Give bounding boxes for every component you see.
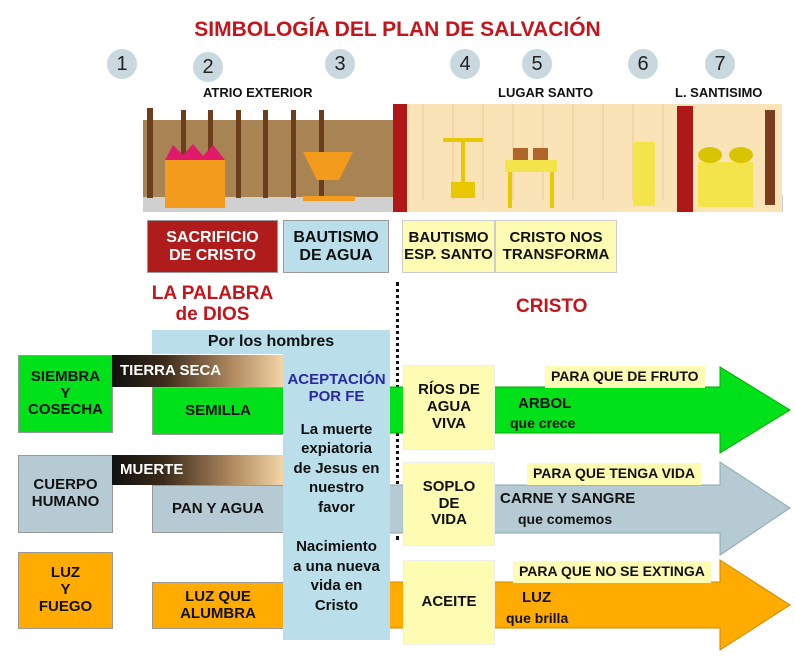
text: VIVA	[432, 414, 466, 432]
step-number-4: 4	[450, 49, 480, 79]
text: ACEITE	[421, 593, 477, 611]
por-los-hombres-header: Por los hombres	[152, 330, 390, 354]
text: a una nueva	[293, 557, 380, 575]
aceite-box: ACEITE	[403, 560, 495, 645]
text: AGUA	[426, 398, 472, 416]
text: BAUTISMO	[408, 228, 489, 246]
text: RÍOS DE	[418, 381, 480, 399]
text: nuestro	[308, 479, 364, 497]
text: SOPLO	[422, 477, 476, 495]
step-number-2: 2	[193, 52, 223, 82]
label-lugar-santisimo: L. SANTISIMO	[675, 85, 763, 100]
diagram-title: SIMBOLOGÍA DEL PLAN DE SALVACIÓN	[194, 18, 601, 41]
step-number-3: 3	[325, 49, 355, 79]
step-number-6: 6	[628, 49, 658, 79]
label-lugar-santo: LUGAR SANTO	[498, 85, 594, 100]
text: COSECHA	[27, 401, 103, 419]
text: Y	[60, 581, 71, 599]
luz-text: LUZ	[522, 589, 552, 606]
text: SACRIFICIO	[166, 228, 259, 246]
laver-icon	[303, 152, 353, 180]
veil-curtain	[393, 104, 407, 212]
text: LUZ QUE	[185, 587, 251, 605]
step-number-1: 1	[107, 49, 137, 79]
carne-y-sangre-text: CARNE Y SANGRE	[500, 490, 636, 507]
text: Nacimiento	[296, 538, 377, 556]
text: HUMANO	[31, 493, 100, 510]
ark-covenant-icon	[698, 162, 753, 207]
text: ACEPTACIÓN	[287, 371, 386, 388]
step-number-7: 7	[705, 49, 735, 79]
label-atrio-exterior: ATRIO EXTERIOR	[203, 85, 313, 100]
para-que-no-se-extinga-tag: PARA QUE NO SE EXTINGA	[513, 561, 711, 583]
text: POR FE	[308, 387, 365, 405]
que-comemos-text: que comemos	[518, 511, 613, 527]
text: La muerte	[300, 420, 373, 438]
text: TRANSFORMA	[502, 245, 610, 263]
table-showbread-icon	[505, 160, 557, 172]
altar-icon	[165, 160, 225, 208]
menorah-icon	[443, 138, 483, 198]
tierra-seca-bar: TIERRA SECA	[112, 355, 284, 387]
text: LUZ	[50, 564, 81, 582]
arbol-text: ARBOL	[518, 395, 572, 412]
text: FUEGO	[38, 597, 93, 615]
text: SIEMBRA	[30, 367, 101, 385]
text: Y	[60, 384, 71, 402]
tabernacle-illustration	[143, 104, 783, 212]
text: DE CRISTO	[169, 246, 256, 264]
text: vida en	[310, 577, 363, 595]
text: favor	[318, 498, 355, 516]
que-crece-text: que crece	[510, 415, 576, 431]
para-que-de-fruto-tag: PARA QUE DE FRUTO	[545, 366, 705, 388]
para-que-tenga-vida-tag: PARA QUE TENGA VIDA	[527, 463, 702, 485]
text: VIDA	[431, 511, 467, 529]
text: BAUTISMO	[293, 228, 379, 246]
semilla-box: SEMILLA	[152, 387, 284, 435]
pan-y-agua-box: PAN Y AGUA	[152, 485, 284, 533]
text: de Jesus en	[293, 459, 380, 477]
text: LA PALABRA	[151, 282, 274, 304]
cristo-heading: CRISTO	[516, 296, 588, 317]
text: de DIOS	[175, 304, 250, 325]
text: DE AGUA	[299, 246, 373, 264]
text: CRISTO NOS	[509, 228, 603, 246]
incense-altar-icon	[633, 142, 655, 206]
text: DE	[438, 494, 460, 512]
text: Cristo	[314, 596, 359, 614]
text: ALUMBRA	[180, 604, 256, 622]
text: CUERPO	[33, 476, 98, 494]
text: expiatoria	[301, 440, 372, 458]
muerte-bar: MUERTE	[112, 455, 284, 485]
step-number-5: 5	[522, 49, 552, 79]
text: ESP. SANTO	[404, 245, 493, 263]
que-brilla-text: que brilla	[506, 610, 569, 626]
